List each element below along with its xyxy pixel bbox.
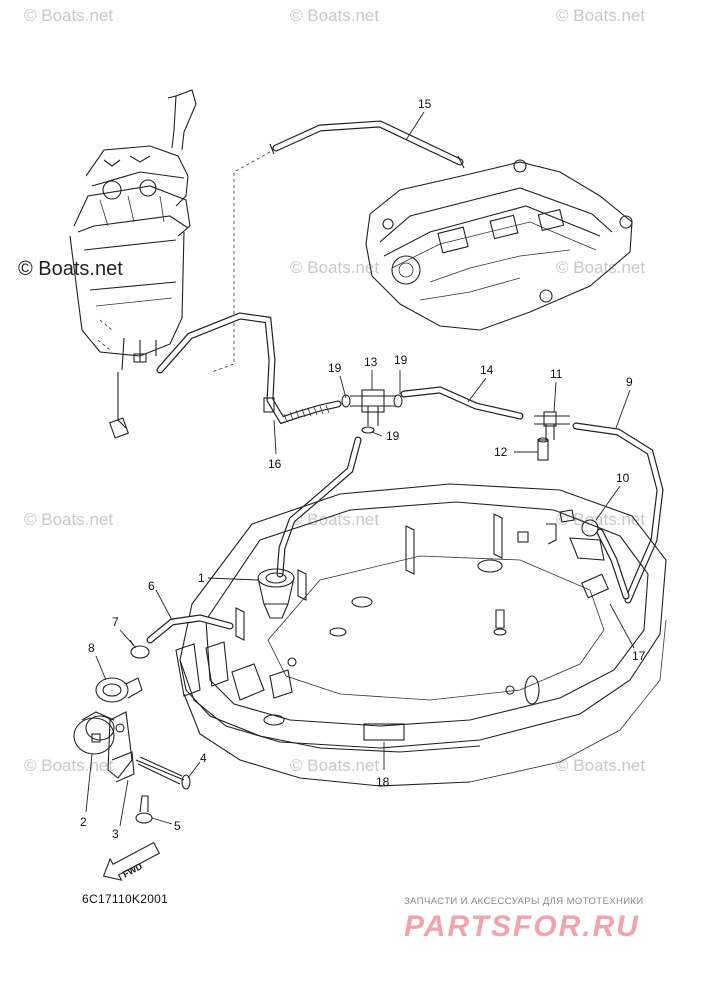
watermark: © Boats.net: [556, 756, 646, 775]
callout-19-left: 19: [328, 361, 342, 375]
screw-4: [135, 756, 191, 790]
callout-17: 17: [632, 649, 646, 663]
callout-9: 9: [626, 375, 633, 389]
callout-7: 7: [112, 615, 119, 629]
brand-logo: PARTSFOR.RU: [404, 910, 640, 943]
callout-10: 10: [616, 471, 630, 485]
fwd-arrow: [102, 841, 161, 881]
hose-16: [156, 312, 342, 425]
clip-7: [129, 639, 150, 659]
leader-lines: [85, 111, 635, 827]
routing-line: [211, 151, 271, 373]
bottom-cowling: [175, 483, 667, 787]
callout-1: 1: [198, 571, 205, 585]
hose-9: [572, 422, 664, 604]
watermark: © Boats.net: [24, 6, 114, 25]
watermark: © Boats.net: [290, 510, 380, 529]
callout-19-bottom: 19: [386, 429, 400, 443]
watermark: © Boats.net: [290, 6, 380, 25]
brand-tagline: ЗАПЧАСТИ И АКСЕССУАРЫ ДЛЯ МОТОТЕХНИКИ: [404, 896, 644, 907]
callout-11: 11: [550, 367, 563, 381]
callout-5: 5: [174, 819, 181, 833]
callout-2: 2: [80, 815, 87, 829]
exhaust-guide-block: [365, 159, 633, 331]
joint-12: [537, 437, 549, 461]
joint-13: [341, 389, 403, 434]
watermark: © Boats.net: [18, 258, 123, 280]
engine-assembly: [69, 89, 197, 439]
callout-8: 8: [88, 641, 95, 655]
watermark: © Boats.net: [24, 756, 114, 775]
callout-13: 13: [364, 355, 378, 369]
watermark: © Boats.net: [556, 6, 646, 25]
hose-6: [146, 614, 234, 644]
watermark: © Boats.net: [290, 756, 380, 775]
watermark: © Boats.net: [556, 510, 646, 529]
bracket-10: [546, 509, 605, 561]
grommet-1: [257, 568, 295, 619]
label-plate-18: [363, 723, 405, 741]
diagram-code: 6C17110K2001: [82, 892, 169, 906]
cap-2: [73, 711, 115, 755]
callout-6: 6: [148, 579, 155, 593]
callout-18: 18: [376, 775, 390, 789]
callout-14: 14: [480, 363, 494, 377]
joint-11: [534, 411, 570, 440]
watermark: © Boats.net: [290, 258, 380, 277]
callout-3: 3: [112, 827, 119, 841]
bracket-3: [107, 711, 135, 783]
hose-main: [276, 436, 362, 578]
hose-14: [400, 386, 524, 420]
callout-12: 12: [494, 445, 508, 459]
callout-15: 15: [418, 97, 432, 111]
callout-4: 4: [200, 751, 207, 765]
watermark: © Boats.net: [24, 510, 114, 529]
bolt-5: [135, 795, 153, 824]
callout-19-right: 19: [394, 353, 408, 367]
nut-8: [95, 677, 143, 703]
watermark: © Boats.net: [556, 258, 646, 277]
callout-16: 16: [268, 457, 282, 471]
hose-15: [269, 120, 465, 169]
